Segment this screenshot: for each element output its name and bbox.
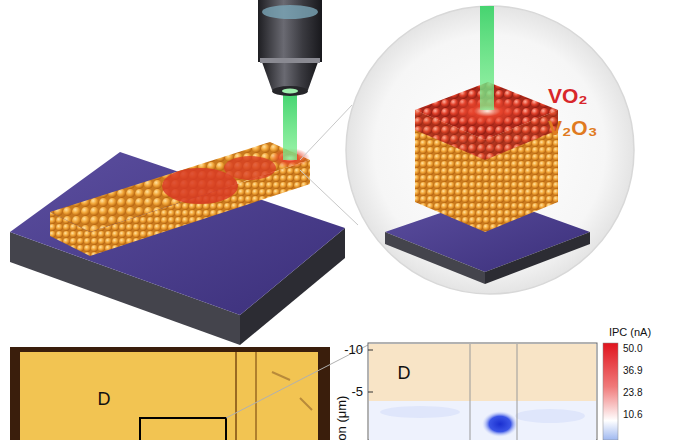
colorbar-tick: 23.8 (623, 387, 642, 398)
zoom-inset-part (480, 6, 494, 110)
photocurrent-map (368, 343, 618, 440)
substrate-part (10, 152, 345, 315)
tick-label: -5 (351, 385, 363, 399)
optical-image-part (10, 347, 330, 440)
phase-label: V₂O₃ (548, 116, 597, 139)
photocurrent-map-part (603, 343, 618, 440)
nanobeam (50, 142, 310, 256)
objective-lens (258, 0, 322, 160)
objective-lens-part (260, 58, 320, 63)
tick-label: -10 (344, 343, 363, 357)
zoom-leader-part (300, 105, 352, 160)
phase-label: VO₂ (548, 84, 588, 107)
substrate (10, 152, 345, 345)
objective-lens-part (262, 62, 318, 90)
objective-lens-part (258, 0, 322, 62)
optical-image-part (140, 418, 226, 440)
photocurrent-map-part (517, 344, 518, 440)
photocurrent-map-part (368, 350, 373, 351)
nanobeam-part (162, 168, 238, 204)
colorbar-tick: 50.0 (623, 343, 642, 354)
photocurrent-map-part (470, 344, 471, 440)
objective-lens-part (272, 86, 308, 96)
zoom-inset-part (346, 6, 634, 294)
zoom-inset-part (385, 232, 485, 284)
colorbar-tick: 10.6 (623, 409, 642, 420)
photocurrent-map-part (368, 392, 373, 393)
objective-lens-part (283, 95, 297, 160)
zoom-inset-part (485, 232, 590, 284)
electrode-label: D (398, 364, 411, 384)
axis-label: on (μm) (336, 395, 350, 440)
optical-image-part (255, 352, 257, 440)
photocurrent-map-part (482, 411, 518, 437)
photocurrent-map-part (380, 406, 460, 418)
colorbar-title: IPC (nA) (609, 326, 651, 338)
electrode-label: D (98, 390, 111, 410)
optical-image-part (20, 352, 318, 440)
photocurrent-map-part (368, 343, 597, 440)
optical-image-part (272, 372, 290, 380)
zoom-inset (346, 6, 634, 294)
optical-image (10, 345, 368, 440)
nanobeam-part (224, 156, 276, 180)
photocurrent-map-part (369, 401, 596, 440)
optical-image-part (235, 352, 237, 440)
photocurrent-map-part (515, 409, 585, 423)
objective-lens-part (262, 5, 318, 19)
optical-image-part (300, 398, 312, 410)
photocurrent-map-part (369, 344, 596, 401)
nanobeam-part (50, 142, 310, 232)
colorbar-tick: 36.9 (623, 365, 642, 376)
objective-lens-part (282, 89, 298, 94)
